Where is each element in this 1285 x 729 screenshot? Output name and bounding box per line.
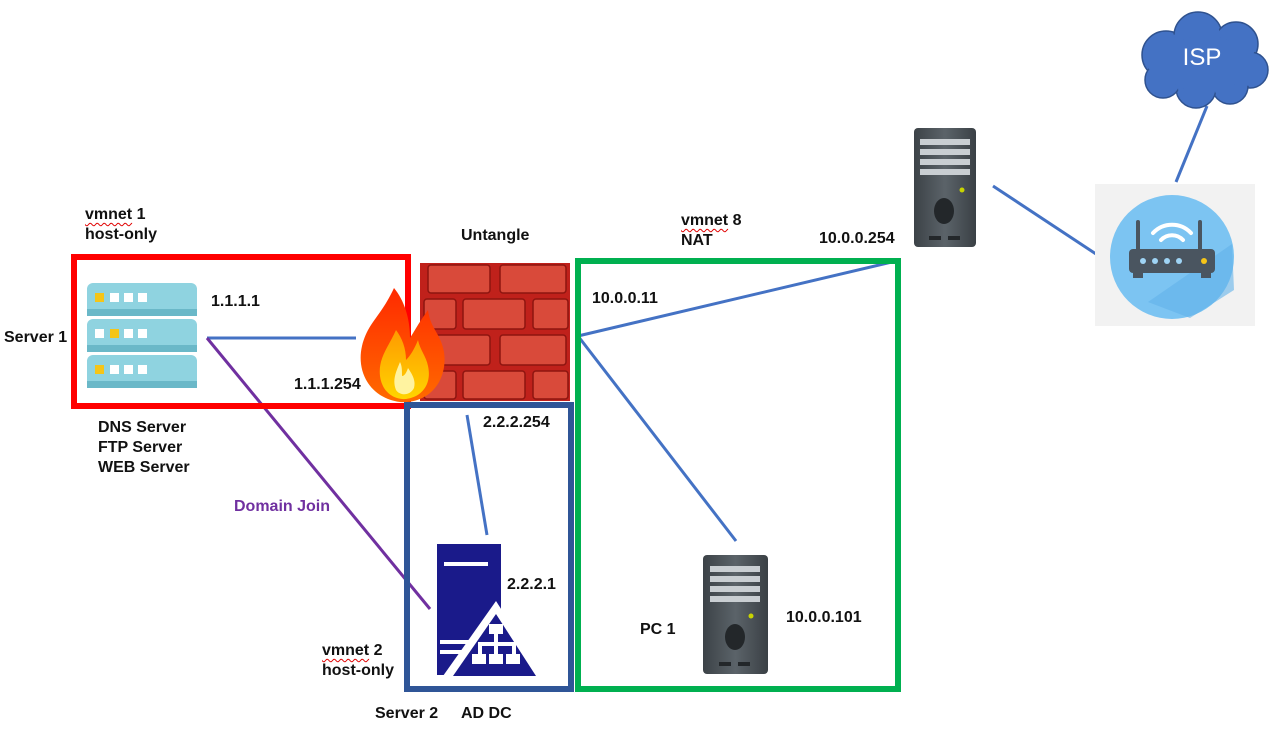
flame-icon [360,288,445,403]
rack-server-icon [87,283,197,388]
link-firewall-server2 [465,414,489,536]
cloud-icon: ISP [1141,11,1269,109]
server1-ip: 1.1.1.1 [211,293,260,310]
pc1-ip: 10.0.0.101 [786,609,862,626]
pc1-name: PC 1 [640,621,676,638]
firewall-icon [420,263,570,401]
pc-tower-icon [703,555,768,674]
ad-server-icon [437,544,544,676]
server2-ip: 2.2.2.1 [507,576,556,593]
firewall-ip-vmnet8: 10.0.0.11 [592,290,658,307]
vmnet1-type: host-only [85,226,157,243]
vmnet8-label: vmnet 8 [681,212,742,229]
vmnet2-label: vmnet 2 [322,642,383,659]
vmnet8-zone [575,258,901,692]
firewall-name: Untangle [461,227,530,244]
server1-name: Server 1 [4,329,68,346]
isp-label: ISP [1183,44,1222,71]
link-router-isp [1174,105,1209,183]
link-firewall-pc1 [576,335,738,542]
firewall-ip-vmnet2: 2.2.2.254 [483,414,550,431]
link-gateway-router [992,184,1097,256]
server1-role: FTP Server [98,439,183,456]
gateway-tower-icon [914,128,976,247]
server2-role: AD DC [461,705,512,722]
vmnet2-zone [404,402,574,692]
server2-name: Server 2 [375,705,439,722]
gateway-ip: 10.0.0.254 [819,230,895,247]
domain-join-link [205,337,432,610]
vmnet2-type: host-only [322,662,394,679]
domain-join-label: Domain Join [234,498,331,515]
server1-role: WEB Server [98,459,190,476]
vmnet8-type: NAT [681,232,713,249]
server1-role: DNS Server [98,419,187,436]
vmnet1-label: vmnet 1 [85,206,146,223]
router-icon [1095,184,1255,326]
link-firewall-gateway [577,259,897,338]
firewall-ip-vmnet1: 1.1.1.254 [294,376,361,393]
